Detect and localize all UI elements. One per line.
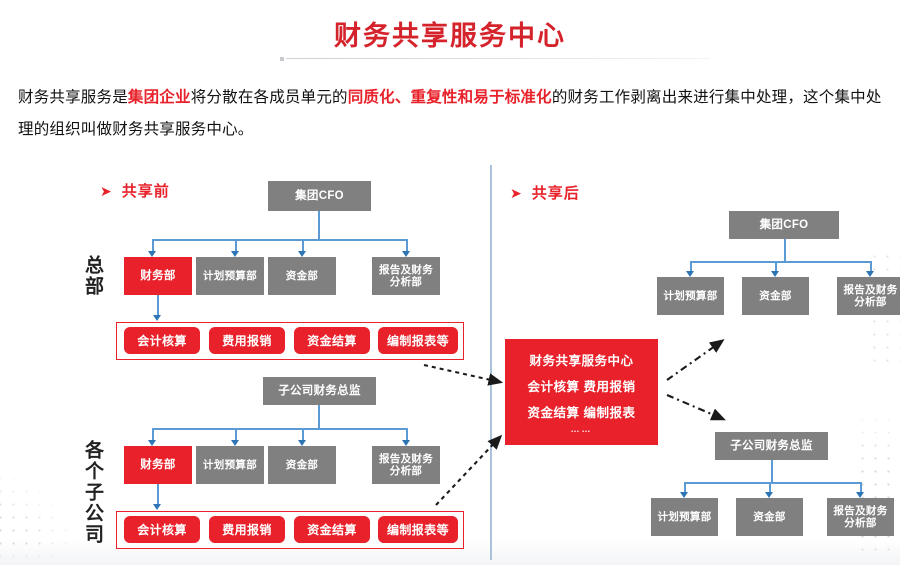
arrow-sub-1-icon xyxy=(148,440,156,446)
intro-highlight-2: 同质化、重复性和易于标准化 xyxy=(347,89,552,106)
hq-function-settlement: 资金结算 xyxy=(294,327,370,354)
connector-sub-drop-2 xyxy=(235,428,237,442)
connector-sub-bus xyxy=(152,428,406,430)
arrow-hq-4-icon xyxy=(402,251,410,257)
connector-hq-drop-4 xyxy=(406,239,408,253)
connector-rhq-drop-1 xyxy=(690,261,692,273)
right-hq-root-box: 集团CFO xyxy=(729,211,839,239)
hq-function-accounting: 会计核算 xyxy=(124,327,200,354)
sub-dept-finance: 财务部 xyxy=(124,446,192,484)
connector-hq-drop-3 xyxy=(302,239,304,253)
side-label-subsidiaries: 各个子公司 xyxy=(82,440,103,545)
arrow-rhq-3-icon xyxy=(866,271,874,277)
connector-sub-root-stem xyxy=(318,405,320,428)
connector-rsub-drop-2 xyxy=(769,482,771,494)
dash-in-upper xyxy=(423,363,504,386)
arrow-hq-functions-icon xyxy=(153,315,161,321)
intro-seg-3: 的财务工作剥离出来进行集中处理，这个集中处理的组织叫做财务共享服务中心。 xyxy=(18,89,882,138)
right-sub-dept-treasury: 资金部 xyxy=(736,498,803,536)
connector-sub-drop-1 xyxy=(152,428,154,442)
arrow-rsub-1-icon xyxy=(680,492,688,498)
sub-function-reimbursement: 费用报销 xyxy=(209,516,285,543)
connector-rhq-bus xyxy=(690,261,870,263)
hq-dept-finance: 财务部 xyxy=(124,257,192,295)
hub-line-2: 会计核算 费用报销 xyxy=(527,380,636,394)
connector-rhq-drop-3 xyxy=(870,261,872,273)
hub-line-3: 资金结算 编制报表 xyxy=(527,406,636,420)
right-panel-heading: ➤ 共享后 xyxy=(510,182,580,203)
right-sub-dept-reporting: 报告及财务分析部 xyxy=(827,498,894,536)
right-sub-root-box: 子公司财务总监 xyxy=(715,432,828,460)
hq-function-reimbursement: 费用报销 xyxy=(209,327,285,354)
side-label-headquarters: 总部 xyxy=(82,255,103,297)
hq-dept-reporting: 报告及财务分析部 xyxy=(372,257,440,295)
arrow-sub-4-icon xyxy=(402,440,410,446)
intro-highlight-1: 集团企业 xyxy=(127,89,191,106)
divider-bar xyxy=(286,58,710,59)
hq-root-box: 集团CFO xyxy=(268,181,371,211)
sub-function-settlement: 资金结算 xyxy=(294,516,370,543)
left-panel-heading-label: 共享前 xyxy=(121,183,170,200)
hq-dept-budget: 计划预算部 xyxy=(196,257,264,295)
arrow-sub-3-icon xyxy=(298,440,306,446)
sub-dept-treasury: 资金部 xyxy=(268,446,336,484)
connector-rhq-root-stem xyxy=(784,239,786,261)
connector-rsub-root-stem xyxy=(771,460,773,482)
sub-dept-reporting: 报告及财务分析部 xyxy=(372,446,440,484)
connector-hq-finance-stem xyxy=(157,295,159,317)
arrow-sub-functions-icon xyxy=(153,504,161,510)
connector-hq-drop-2 xyxy=(235,239,237,253)
arrow-rhq-1-icon xyxy=(686,271,694,277)
page-title: 财务共享服务中心 xyxy=(334,21,566,51)
sub-function-accounting: 会计核算 xyxy=(124,516,200,543)
connector-rsub-bus xyxy=(684,482,860,484)
dash-out-lower xyxy=(666,394,726,421)
connector-rsub-drop-3 xyxy=(860,482,862,494)
connector-rhq-drop-2 xyxy=(775,261,777,273)
sub-dept-budget: 计划预算部 xyxy=(196,446,264,484)
intro-seg-2: 将分散在各成员单元的 xyxy=(190,89,348,106)
connector-hq-bus xyxy=(152,239,406,241)
hub-ellipsis: …… xyxy=(570,424,593,434)
connector-hq-drop-1 xyxy=(152,239,154,253)
hq-dept-treasury: 资金部 xyxy=(268,257,336,295)
arrow-rsub-3-icon xyxy=(856,492,864,498)
connector-hq-root-stem xyxy=(318,211,320,239)
dash-out-upper xyxy=(666,339,725,381)
arrow-marker-icon: ➤ xyxy=(100,183,113,199)
intro-seg-1: 财务共享服务是 xyxy=(18,89,128,106)
arrow-hq-3-icon xyxy=(298,251,306,257)
connector-sub-drop-3 xyxy=(302,428,304,442)
sub-function-reporting: 编制报表等 xyxy=(378,516,458,543)
arrow-rhq-2-icon xyxy=(771,271,779,277)
title-divider xyxy=(280,57,710,61)
hub-title: 财务共享服务中心 xyxy=(529,354,634,368)
arrow-rsub-2-icon xyxy=(765,492,773,498)
arrow-hq-1-icon xyxy=(148,251,156,257)
right-hq-dept-budget: 计划预算部 xyxy=(657,277,724,315)
connector-sub-drop-4 xyxy=(406,428,408,442)
connector-rsub-drop-1 xyxy=(684,482,686,494)
divider-dot xyxy=(280,57,284,61)
arrow-sub-2-icon xyxy=(231,440,239,446)
arrow-marker-right-icon: ➤ xyxy=(510,185,523,201)
intro-paragraph: 财务共享服务是集团企业将分散在各成员单元的同质化、重复性和易于标准化的财务工作剥… xyxy=(18,82,884,146)
connector-sub-finance-stem xyxy=(157,484,159,506)
right-hq-dept-treasury: 资金部 xyxy=(742,277,809,315)
shared-service-center-hub: 财务共享服务中心 会计核算 费用报销 资金结算 编制报表 …… xyxy=(505,339,658,445)
sub-root-box: 子公司财务总监 xyxy=(263,377,376,405)
panel-divider xyxy=(490,165,492,560)
right-panel-heading-label: 共享后 xyxy=(531,185,580,202)
hq-function-reporting: 编制报表等 xyxy=(378,327,458,354)
arrow-hq-2-icon xyxy=(231,251,239,257)
left-panel-heading: ➤ 共享前 xyxy=(100,180,170,201)
right-sub-dept-budget: 计划预算部 xyxy=(651,498,718,536)
right-hq-dept-reporting: 报告及财务分析部 xyxy=(837,277,900,315)
